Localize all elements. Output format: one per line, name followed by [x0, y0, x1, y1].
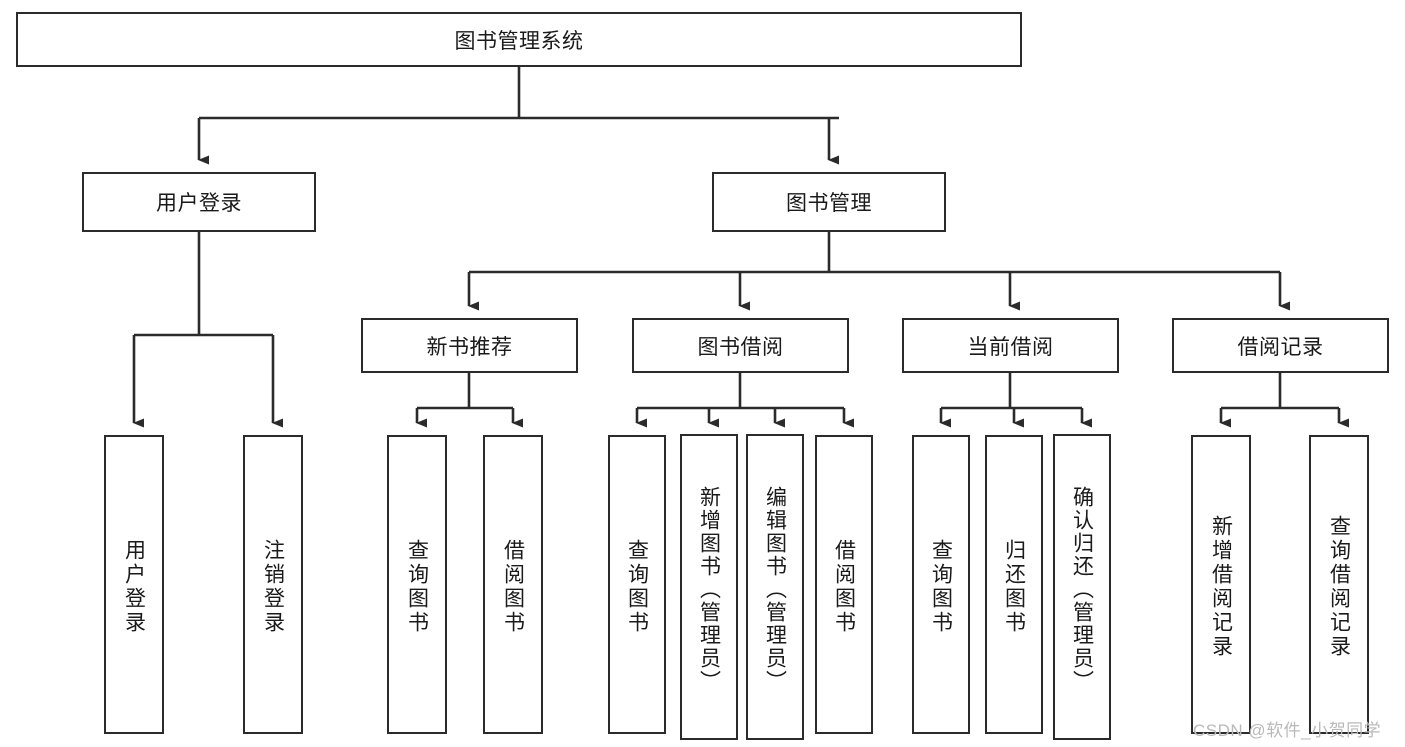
- node-leaf-user-login[interactable]: 用户登录: [104, 435, 164, 734]
- node-new-book-recommend[interactable]: 新书推荐: [361, 318, 578, 373]
- node-leaf-edit-book-label: 编辑图书（管理员）: [763, 485, 787, 693]
- node-leaf-add-book[interactable]: 新增图书（管理员）: [680, 434, 738, 740]
- node-leaf-logout-label: 注销登录: [261, 538, 285, 635]
- node-user-login-label: 用户登录: [156, 192, 242, 215]
- node-root[interactable]: 图书管理系统: [16, 12, 1022, 67]
- node-root-label: 图书管理系统: [454, 29, 584, 53]
- node-leaf-query-book-2-label: 查询图书: [625, 538, 649, 635]
- node-leaf-query-borrow-record-label: 查询借阅记录: [1327, 514, 1351, 659]
- node-leaf-query-book-3-label: 查询图书: [929, 538, 953, 635]
- node-leaf-edit-book[interactable]: 编辑图书（管理员）: [746, 434, 804, 740]
- node-leaf-return-book-label: 归还图书: [1002, 538, 1026, 635]
- node-leaf-add-book-label: 新增图书（管理员）: [697, 485, 721, 693]
- node-borrow-record-label: 借阅记录: [1237, 335, 1324, 359]
- node-leaf-confirm-return[interactable]: 确认归还（管理员）: [1053, 434, 1111, 740]
- csdn-watermark: CSDN @软件_小贺同学: [1193, 721, 1382, 740]
- node-leaf-add-borrow-record-label: 新增借阅记录: [1209, 514, 1233, 659]
- node-current-borrow[interactable]: 当前借阅: [902, 318, 1119, 373]
- node-leaf-query-borrow-record[interactable]: 查询借阅记录: [1309, 435, 1369, 734]
- node-leaf-return-book[interactable]: 归还图书: [985, 435, 1043, 734]
- node-leaf-query-book-1-label: 查询图书: [405, 538, 429, 635]
- node-leaf-query-book-2[interactable]: 查询图书: [608, 435, 666, 734]
- node-current-borrow-label: 当前借阅: [967, 335, 1054, 359]
- node-book-borrow-label: 图书借阅: [697, 335, 784, 359]
- node-borrow-record[interactable]: 借阅记录: [1172, 318, 1389, 373]
- node-leaf-query-book-3[interactable]: 查询图书: [912, 435, 970, 734]
- node-leaf-borrow-book-2-label: 借阅图书: [832, 538, 856, 635]
- node-leaf-confirm-return-label: 确认归还（管理员）: [1070, 485, 1094, 693]
- node-leaf-borrow-book-1-label: 借阅图书: [501, 538, 525, 635]
- node-leaf-user-login-label: 用户登录: [122, 538, 146, 635]
- node-book-manage[interactable]: 图书管理: [712, 172, 946, 232]
- node-book-borrow[interactable]: 图书借阅: [632, 318, 849, 373]
- node-user-login[interactable]: 用户登录: [82, 172, 316, 232]
- node-leaf-logout[interactable]: 注销登录: [243, 435, 303, 734]
- node-leaf-borrow-book-1[interactable]: 借阅图书: [483, 435, 543, 734]
- node-leaf-add-borrow-record[interactable]: 新增借阅记录: [1191, 435, 1251, 734]
- node-new-book-recommend-label: 新书推荐: [426, 335, 513, 359]
- node-book-manage-label: 图书管理: [786, 192, 872, 215]
- node-leaf-borrow-book-2[interactable]: 借阅图书: [815, 435, 873, 734]
- node-leaf-query-book-1[interactable]: 查询图书: [387, 435, 447, 734]
